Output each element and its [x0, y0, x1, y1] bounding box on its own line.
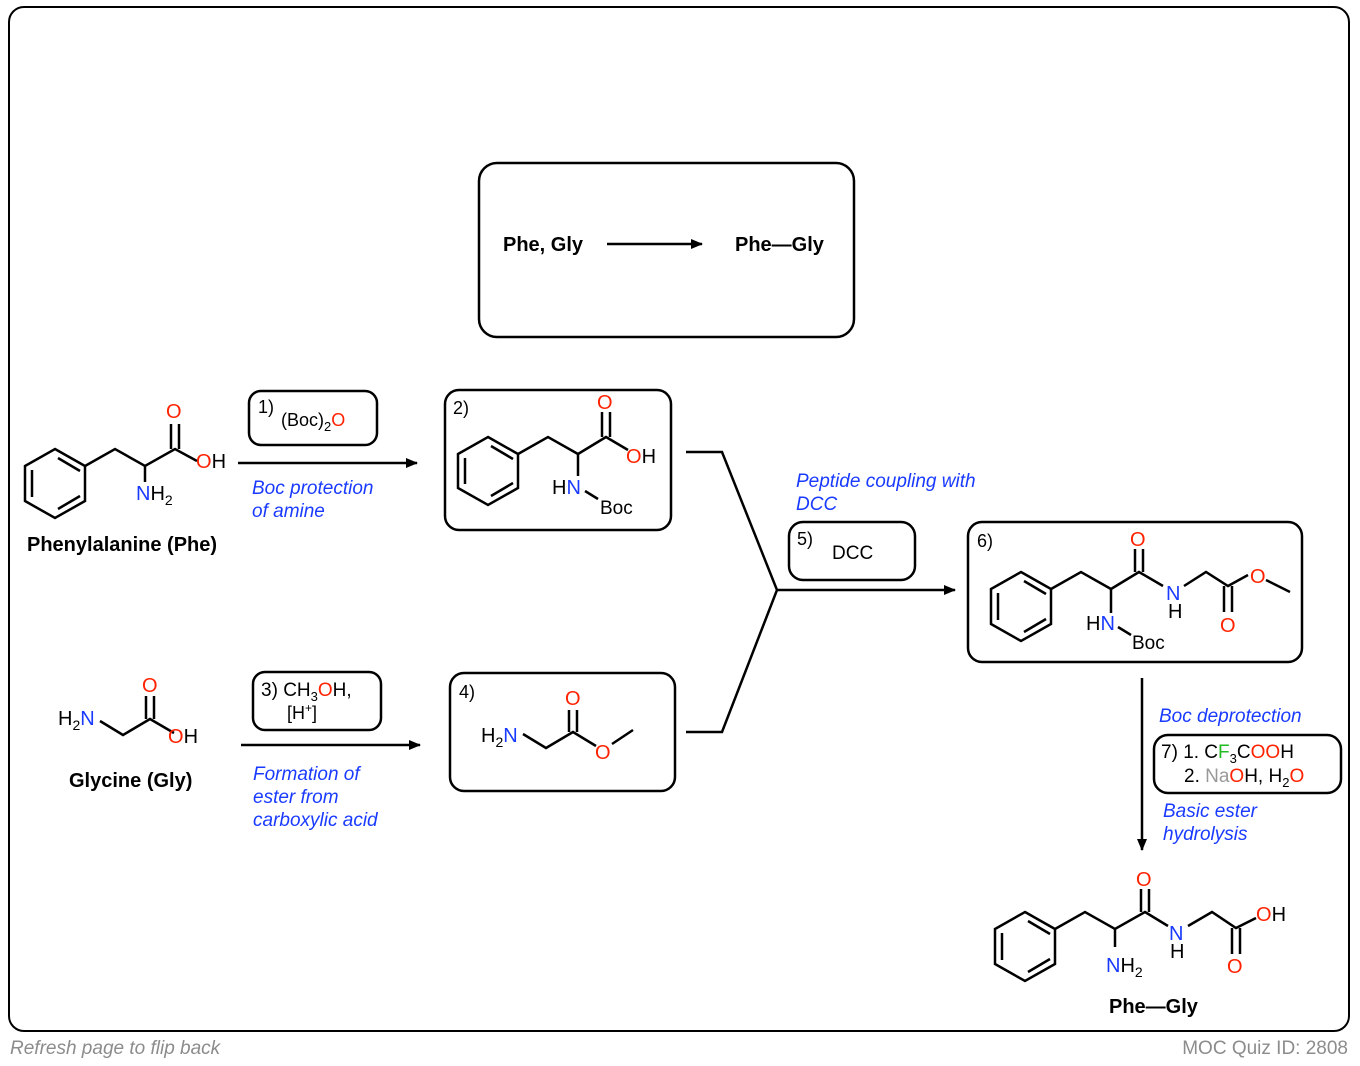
- step4-box: [448, 671, 677, 793]
- amine-group: H2N: [58, 708, 95, 733]
- nh-group: HN: [552, 477, 581, 499]
- overview-product: Phe—Gly: [735, 234, 825, 256]
- quiz-card[interactable]: [8, 6, 1350, 1032]
- carbonyl-oxygen: O: [1220, 615, 1236, 637]
- hydroxyl-group: OH: [196, 451, 226, 473]
- molecule-glycine: [99, 696, 175, 737]
- convergent-connector: [686, 450, 779, 734]
- atom-oxygen: O: [166, 401, 182, 423]
- atom-oxygen: O: [597, 392, 613, 414]
- molecule-boc-phe: [456, 412, 629, 507]
- overview-box: Phe, Gly Phe—Gly: [477, 161, 856, 339]
- step4-number: 4): [459, 682, 475, 702]
- atom-oxygen: O: [1136, 869, 1152, 891]
- product-label: Phe—Gly: [1109, 996, 1199, 1018]
- step7-reagent-box: [1152, 733, 1343, 795]
- amine-group: H2N: [481, 725, 518, 750]
- carbonyl-oxygen: O: [1227, 956, 1243, 978]
- atom-oxygen: O: [142, 675, 158, 697]
- amide-hydrogen: H: [1168, 601, 1182, 623]
- amide-hydrogen: H: [1170, 941, 1184, 963]
- atom-oxygen: O: [1130, 529, 1146, 551]
- step1-reagent: (Boc)2O: [281, 410, 345, 434]
- step2-box: [443, 388, 673, 532]
- molecule-phenylalanine: [23, 424, 198, 520]
- step7-note-top: Boc deprotection: [1159, 706, 1302, 727]
- step5-reagent: DCC: [832, 543, 873, 564]
- step1-reagent-box: [247, 389, 379, 447]
- step3-reagent-box: [251, 670, 383, 732]
- step5-number: 5): [797, 529, 813, 549]
- molecule-phe-gly: [993, 889, 1257, 983]
- step6-number: 6): [977, 531, 993, 551]
- boc-group: Boc: [600, 498, 633, 519]
- step3-reagent-line2: [H+]: [287, 701, 317, 723]
- step7-reagent-line2: 2. NaOH, H2O: [1184, 766, 1304, 790]
- refresh-hint: Refresh page to flip back: [10, 1038, 221, 1059]
- boc-group: Boc: [1132, 633, 1165, 654]
- amide-nitrogen: N: [1169, 923, 1183, 945]
- nh-group: HN: [1086, 613, 1115, 635]
- step2-number: 2): [453, 398, 469, 418]
- step6-box: [966, 520, 1304, 664]
- phe-label: Phenylalanine (Phe): [27, 534, 217, 556]
- amine-group: NH2: [136, 483, 173, 508]
- amide-nitrogen: N: [1166, 583, 1180, 605]
- hydroxyl-group: OH: [1256, 904, 1286, 926]
- step5-reagent-box: [787, 520, 917, 582]
- hydroxyl-group: OH: [626, 446, 656, 468]
- step7-reagent-line1: 7) 1. CF3COOH: [1161, 742, 1294, 766]
- atom-oxygen: O: [565, 688, 581, 710]
- gly-label: Glycine (Gly): [69, 770, 192, 792]
- step3-reagent-line1: 3) CH3OH,: [261, 680, 352, 704]
- molecule-boc-phe-gly-ome: [989, 549, 1291, 643]
- step1-number: 1): [258, 397, 274, 417]
- hydroxyl-group: OH: [168, 726, 198, 748]
- ester-oxygen: O: [1250, 566, 1266, 588]
- ester-oxygen: O: [595, 742, 611, 764]
- quiz-id: MOC Quiz ID: 2808: [1182, 1038, 1348, 1059]
- amine-group: NH2: [1106, 955, 1143, 980]
- molecule-gly-methyl-ester: [522, 710, 634, 750]
- overview-reactants: Phe, Gly: [503, 234, 584, 256]
